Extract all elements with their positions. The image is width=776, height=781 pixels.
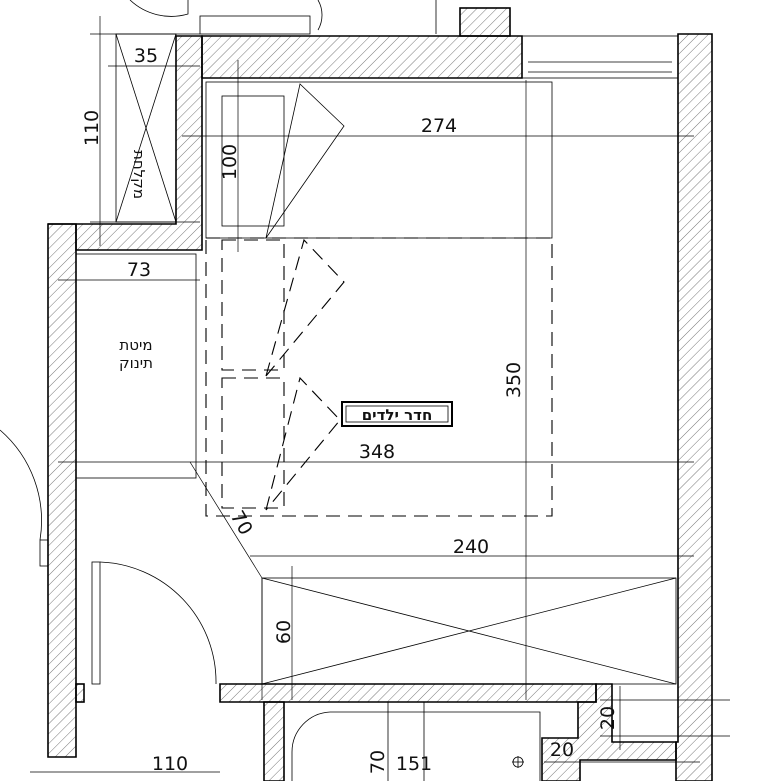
dim-274: 274: [421, 115, 457, 137]
dim-20-bottom: 20: [550, 739, 574, 761]
dim-348: 348: [359, 441, 395, 463]
room-label: חדר ילדים: [341, 401, 453, 427]
room-name: חדר ילדים: [362, 406, 433, 424]
desk: [261, 577, 677, 685]
window: [521, 35, 679, 79]
crib-area: מיטת תינוק: [75, 253, 197, 479]
walls: [47, 7, 713, 781]
crib-label-line2: תינוק: [119, 354, 153, 372]
bed-area: [205, 81, 553, 517]
dim-73: 73: [127, 259, 151, 281]
bottom-wall: [219, 683, 597, 703]
dim-110-bottom: 110: [152, 753, 188, 775]
shower-label: מקלחת: [130, 150, 148, 199]
dimension-lines: [30, 16, 730, 773]
dim-70-bottom: 70: [367, 750, 389, 774]
shower-box: מקלחת: [115, 33, 177, 223]
dim-110-left: 110: [81, 110, 103, 146]
door-jamb: [75, 683, 85, 703]
dim-100: 100: [219, 144, 241, 180]
crib-label-line1: מיטת: [119, 336, 152, 354]
right-wall: [675, 33, 713, 781]
top-left-fixtures: [129, 0, 437, 35]
left-wall: [47, 223, 77, 758]
bathroom-wall: [263, 701, 285, 781]
bathtub: [291, 702, 541, 781]
dim-35: 35: [134, 45, 158, 67]
upper-left-wall: [48, 35, 203, 251]
dim-151: 151: [396, 753, 432, 775]
doors: [0, 429, 217, 685]
top-wall: [201, 35, 523, 79]
dim-20-right: 20: [597, 706, 619, 730]
dim-70-diagonal: 70: [226, 507, 257, 539]
dim-240: 240: [453, 536, 489, 558]
dim-350: 350: [503, 362, 525, 398]
dim-60: 60: [273, 620, 295, 644]
chimney-block: [459, 7, 511, 37]
bottom-right-wall: [541, 683, 677, 781]
